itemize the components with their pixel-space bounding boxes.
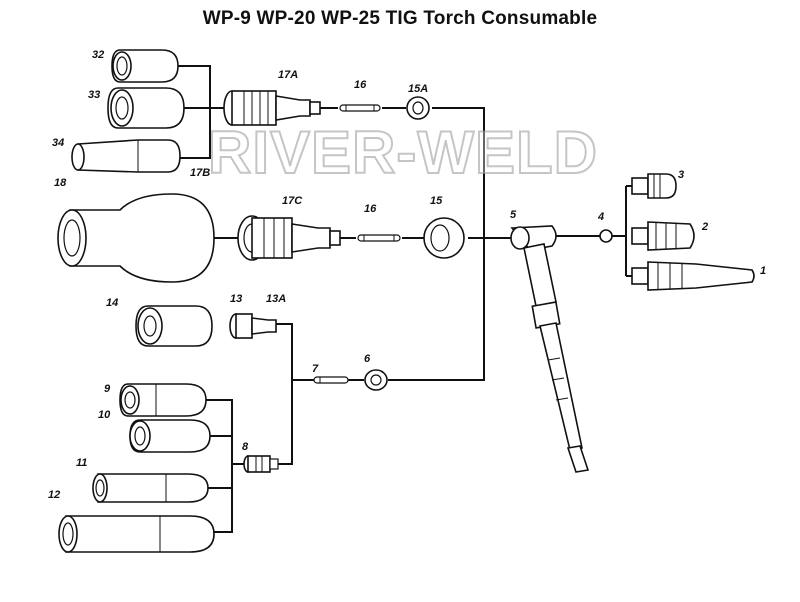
part-33-nozzle-medium <box>107 87 185 129</box>
label-2: 2 <box>701 221 708 233</box>
label-12: 12 <box>48 489 60 501</box>
part-34-nozzle-long <box>71 139 181 173</box>
part-16-collet-middle <box>357 234 401 242</box>
part-9-nozzle <box>119 383 207 417</box>
part-3-back-cap-short <box>631 173 677 199</box>
part-7-collet <box>313 376 349 384</box>
label-32: 32 <box>92 49 104 61</box>
label-11: 11 <box>76 457 87 469</box>
part-17a-collet-body <box>223 90 321 126</box>
label-9: 9 <box>104 383 111 395</box>
part-4-o-ring <box>599 229 613 243</box>
label-1: 1 <box>760 265 766 277</box>
label-4: 4 <box>597 211 604 223</box>
label-33: 33 <box>88 89 100 101</box>
part-1-back-cap-long <box>631 261 755 291</box>
part-17c-gas-lens <box>237 215 341 261</box>
label-6: 6 <box>364 353 371 365</box>
connector-lines <box>178 65 632 533</box>
label-10: 10 <box>98 409 111 421</box>
label-16-middle: 16 <box>364 203 377 215</box>
label-15a: 15A <box>408 83 428 95</box>
part-15a-gasket <box>406 96 430 120</box>
brand-watermark: RIVER-WELD <box>207 118 598 187</box>
part-10-nozzle <box>129 419 211 453</box>
label-13a: 13A <box>266 293 286 305</box>
label-7: 7 <box>312 363 319 375</box>
label-17b: 17B <box>190 167 210 179</box>
part-labels: 32 33 34 18 17A 17B 17C 16 16 15A 15 5 4… <box>48 49 766 501</box>
label-14: 14 <box>106 297 118 309</box>
label-5: 5 <box>510 209 517 221</box>
label-15: 15 <box>430 195 443 207</box>
label-18: 18 <box>54 177 67 189</box>
part-14-nozzle <box>135 305 213 347</box>
part-15-gasket <box>423 217 465 259</box>
label-3: 3 <box>678 169 684 181</box>
part-12-nozzle-longest <box>58 515 215 553</box>
label-13: 13 <box>230 293 242 305</box>
part-6-gasket <box>364 369 388 391</box>
label-17a: 17A <box>278 69 298 81</box>
part-16-collet-top <box>339 104 381 112</box>
part-13-collet-body <box>229 313 277 339</box>
label-8: 8 <box>242 441 249 453</box>
part-11-nozzle-long <box>92 473 209 503</box>
part-32-nozzle-short <box>111 49 179 83</box>
label-17c: 17C <box>282 195 303 207</box>
diagram-title: WP-9 WP-20 WP-25 TIG Torch Consumable <box>202 8 598 29</box>
label-34: 34 <box>52 137 64 149</box>
part-5-torch-body <box>510 225 590 473</box>
part-8-collet-body-short <box>243 455 279 473</box>
part-18-large-nozzle <box>57 193 215 283</box>
part-2-back-cap-medium <box>631 221 695 251</box>
label-16-top: 16 <box>354 79 367 91</box>
